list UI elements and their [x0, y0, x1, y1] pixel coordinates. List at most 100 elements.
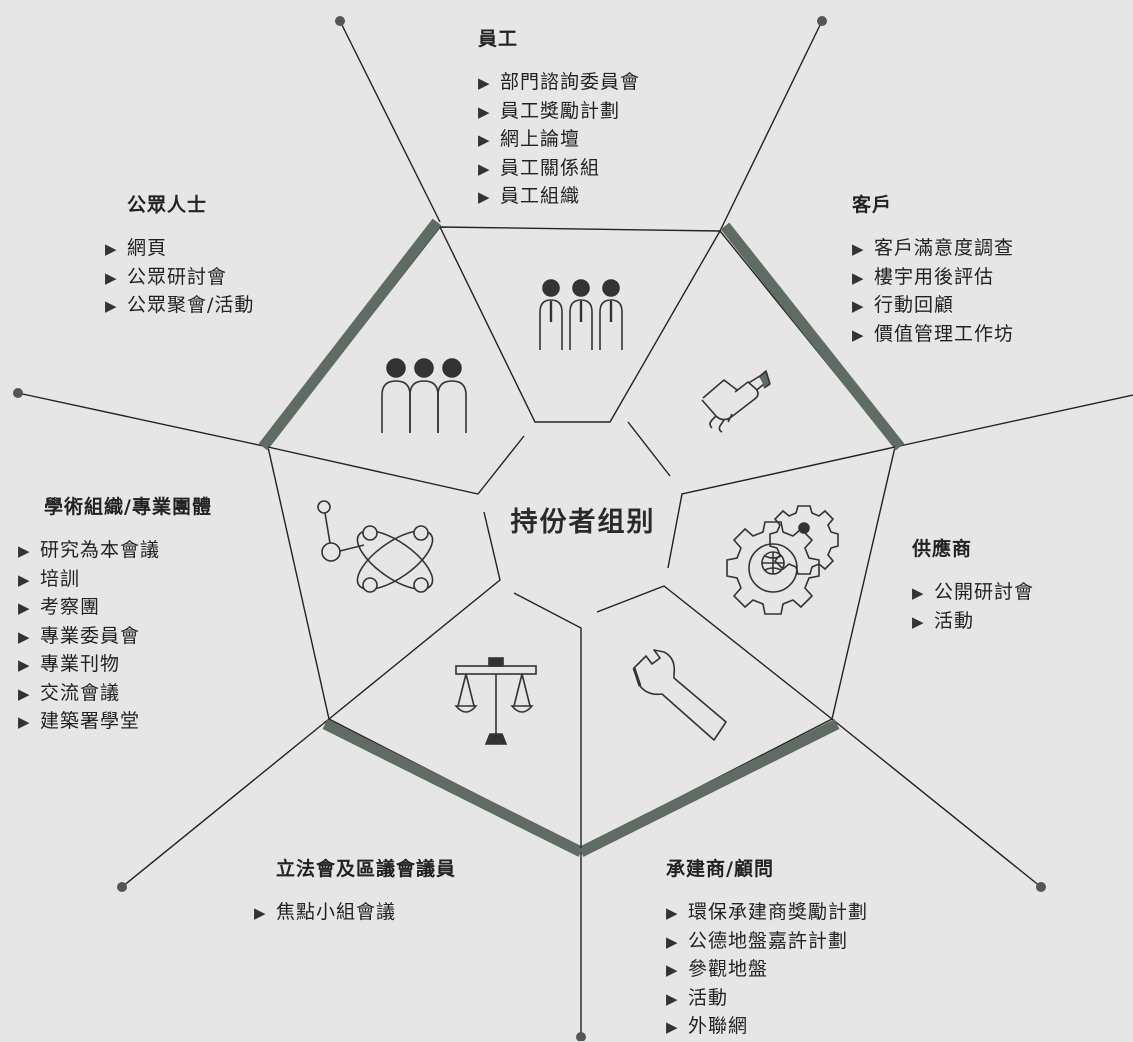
bullet-icon: ▶: [254, 904, 267, 922]
gears-icon: [726, 505, 839, 615]
group-items: ▶網頁 ▶公眾研討會 ▶公眾聚會/活動: [105, 235, 254, 321]
list-item: ▶焦點小組會議: [254, 899, 456, 928]
handshake-icon: [701, 370, 771, 433]
bullet-icon: ▶: [18, 599, 31, 617]
list-item: ▶員工組織: [478, 183, 640, 212]
wrench-icon: [632, 649, 727, 741]
list-item: ▶公眾研討會: [105, 264, 254, 293]
group-items: ▶環保承建商獎勵計劃 ▶公德地盤嘉許計劃 ▶參觀地盤 ▶活動 ▶外聯網: [666, 899, 868, 1042]
group-items: ▶焦點小組會議: [254, 899, 456, 928]
list-item: ▶價值管理工作坊: [852, 321, 1014, 350]
end-dot: [1036, 882, 1046, 892]
bullet-icon: ▶: [478, 74, 491, 92]
staff-icon: [539, 279, 623, 350]
list-item: ▶行動回顧: [852, 292, 1014, 321]
radial-lines: [17, 20, 1133, 1041]
list-item: ▶樓宇用後評估: [852, 264, 1014, 293]
list-item: ▶考察團: [18, 594, 212, 623]
list-item: ▶外聯網: [666, 1013, 868, 1042]
list-item: ▶客戶滿意度調查: [852, 235, 1014, 264]
list-item: ▶交流會議: [18, 680, 212, 709]
list-item: ▶網頁: [105, 235, 254, 264]
bullet-icon: ▶: [18, 684, 31, 703]
network-icon: [317, 500, 434, 593]
bullet-icon: ▶: [912, 584, 925, 602]
people-icon: [381, 358, 467, 433]
group-title: 客戶: [852, 194, 893, 216]
bullet-icon: ▶: [478, 188, 491, 206]
bullet-icon: ▶: [666, 932, 679, 951]
spoke-top: [439, 226, 721, 423]
group-title: 員工: [478, 28, 519, 50]
end-dot: [117, 882, 127, 892]
group-staff: 員工 ▶部門諮詢委員會 ▶員工獎勵計劃 ▶網上論壇 ▶員工關係組 ▶員工組織: [478, 24, 640, 212]
bullet-icon: ▶: [18, 542, 31, 560]
radial-line-n-right: [719, 20, 823, 232]
bullet-icon: ▶: [105, 268, 118, 287]
end-dot: [13, 388, 23, 398]
bullet-icon: ▶: [666, 1018, 679, 1036]
group-legco: 立法會及區議會議員 ▶焦點小組會議: [254, 854, 456, 928]
line-end-dots: [13, 16, 1046, 1041]
inner-spokes: [267, 226, 896, 848]
group-title: 供應商: [912, 538, 973, 560]
list-item: ▶員工獎勵計劃: [478, 98, 640, 127]
scales-icon: [454, 657, 537, 745]
bullet-icon: ▶: [478, 102, 491, 121]
bullet-icon: ▶: [105, 240, 118, 258]
radial-line-n-left: [339, 20, 441, 223]
radial-line-w: [17, 392, 269, 448]
group-contractors: 承建商/顧問 ▶環保承建商獎勵計劃 ▶公德地盤嘉許計劃 ▶參觀地盤 ▶活動 ▶外…: [666, 854, 868, 1042]
end-dot: [817, 16, 827, 26]
bullet-icon: ▶: [666, 961, 679, 979]
spoke-left: [267, 435, 525, 495]
list-item: ▶活動: [666, 985, 868, 1014]
group-title: 承建商/顧問: [666, 858, 774, 880]
accent-band-nw: [258, 218, 442, 451]
list-item: ▶專業委員會: [18, 623, 212, 652]
group-academic: 學術組織/專業團體 ▶研究為本會議 ▶培訓 ▶考察團 ▶專業委員會 ▶專業刊物 …: [18, 492, 212, 737]
bullet-icon: ▶: [18, 570, 31, 589]
bullet-icon: ▶: [18, 627, 31, 646]
radial-line-sw: [121, 718, 330, 888]
accent-band-sw: [322, 719, 584, 857]
bullet-icon: ▶: [852, 268, 865, 287]
list-item: ▶研究為本會議: [18, 537, 212, 566]
group-title: 立法會及區議會議員: [276, 858, 457, 880]
group-public: 公眾人士 ▶網頁 ▶公眾研討會 ▶公眾聚會/活動: [105, 190, 254, 321]
radial-line-se: [831, 718, 1042, 888]
bullet-icon: ▶: [478, 159, 491, 178]
list-item: ▶公德地盤嘉許計劃: [666, 928, 868, 957]
bullet-icon: ▶: [852, 297, 865, 315]
bullet-icon: ▶: [666, 989, 679, 1008]
group-title: 公眾人士: [127, 194, 208, 216]
bullet-icon: ▶: [18, 656, 31, 674]
center-title: 持份者组别: [510, 507, 656, 538]
list-item: ▶參觀地盤: [666, 956, 868, 985]
list-item: ▶專業刊物: [18, 651, 212, 680]
spoke-bottom: [513, 592, 582, 848]
bullet-icon: ▶: [852, 240, 865, 258]
group-items: ▶部門諮詢委員會 ▶員工獎勵計劃 ▶網上論壇 ▶員工關係組 ▶員工組織: [478, 69, 640, 212]
list-item: ▶建築署學堂: [18, 708, 212, 737]
list-item: ▶員工關係組: [478, 155, 640, 184]
radial-line-e: [894, 394, 1133, 448]
list-item: ▶公眾聚會/活動: [105, 292, 254, 321]
end-dot: [335, 16, 345, 26]
list-item: ▶活動: [912, 608, 1034, 637]
group-suppliers: 供應商 ▶公開研討會 ▶活動: [912, 534, 1034, 636]
accent-band-ne: [720, 222, 905, 451]
group-items: ▶客戶滿意度調查 ▶樓宇用後評估 ▶行動回顧 ▶價值管理工作坊: [852, 235, 1014, 349]
bullet-icon: ▶: [478, 131, 491, 149]
group-items: ▶研究為本會議 ▶培訓 ▶考察團 ▶專業委員會 ▶專業刊物 ▶交流會議 ▶建築署…: [18, 537, 212, 737]
spoke-top-right: [627, 421, 671, 477]
end-dot: [576, 1032, 586, 1041]
bullet-icon: ▶: [666, 904, 679, 922]
list-item: ▶公開研討會: [912, 579, 1034, 608]
accent-band-se: [578, 719, 840, 857]
bullet-icon: ▶: [912, 612, 925, 631]
bullet-icon: ▶: [105, 297, 118, 315]
bullet-icon: ▶: [18, 713, 31, 731]
bullet-icon: ▶: [852, 325, 865, 344]
